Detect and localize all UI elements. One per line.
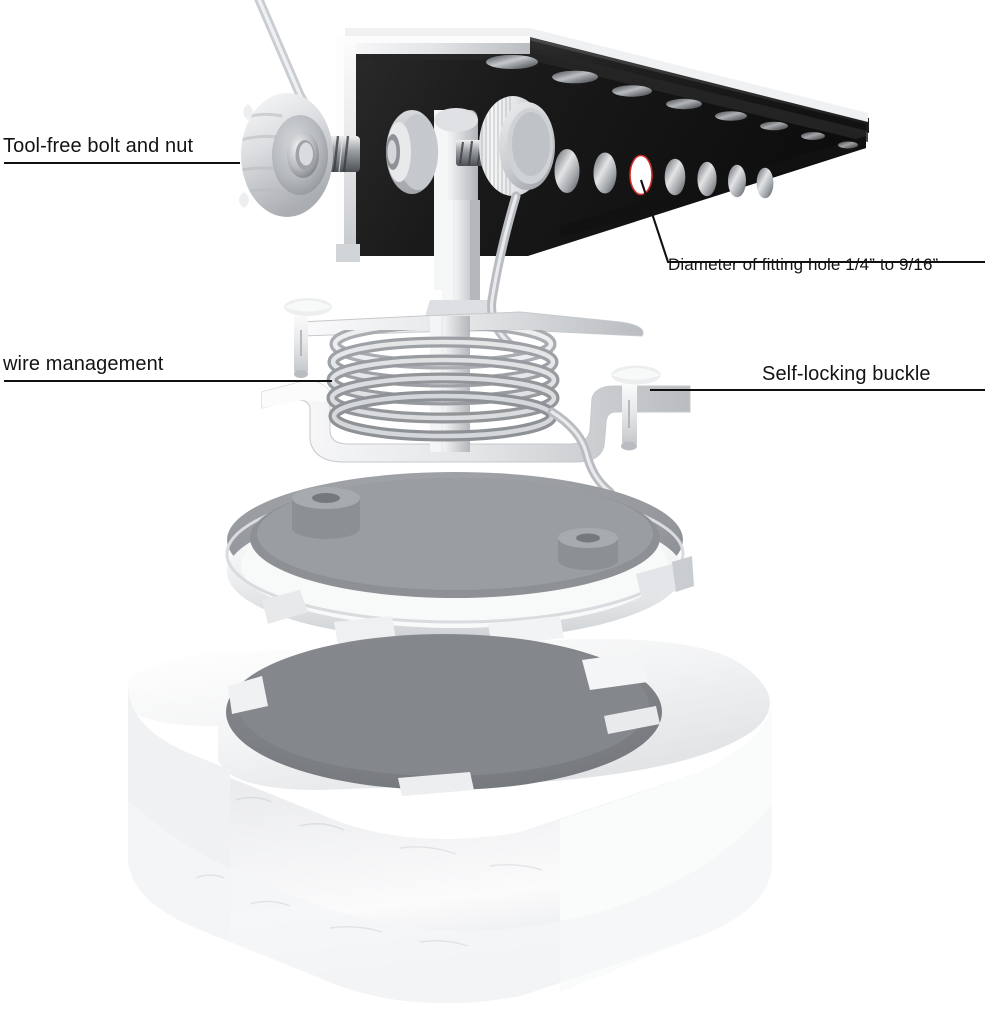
callout-label-tool-free-bolt-and-nut: Tool-free bolt and nut [3, 135, 194, 157]
callout-label-self-locking-buckle: Self-locking buckle [762, 363, 931, 385]
support-stem [424, 200, 498, 320]
twist-lock-tabs [262, 556, 694, 646]
molding-marks [195, 796, 543, 947]
coiled-cable [326, 330, 560, 442]
thumb-nut [239, 93, 333, 217]
routing-cable-lower [547, 407, 615, 497]
housing-base [128, 634, 772, 1004]
beam-fitting-holes [554, 149, 774, 199]
callout-leader-lines [4, 161, 985, 392]
routing-cable-upper [487, 191, 525, 357]
thumb-nut-and-bolt [239, 93, 360, 217]
washer-stack [386, 110, 506, 194]
mounting-ring [225, 472, 694, 646]
highlighted-mounting-hole [629, 154, 653, 196]
ring-screw-bosses [292, 487, 618, 570]
buckle-pin-left [284, 298, 332, 378]
knurled-knob [479, 96, 555, 196]
beam-top-holes [486, 55, 858, 149]
leader-diameter-fitting-hole [640, 179, 985, 264]
housing-notches [228, 652, 660, 796]
callout-label-wire-management: wire management [3, 353, 164, 375]
callout-label-diameter-of-fitting-hole: Diameter of fitting hole 1/4” to 9/16” [668, 255, 939, 274]
buckle-pin-right [611, 365, 661, 451]
